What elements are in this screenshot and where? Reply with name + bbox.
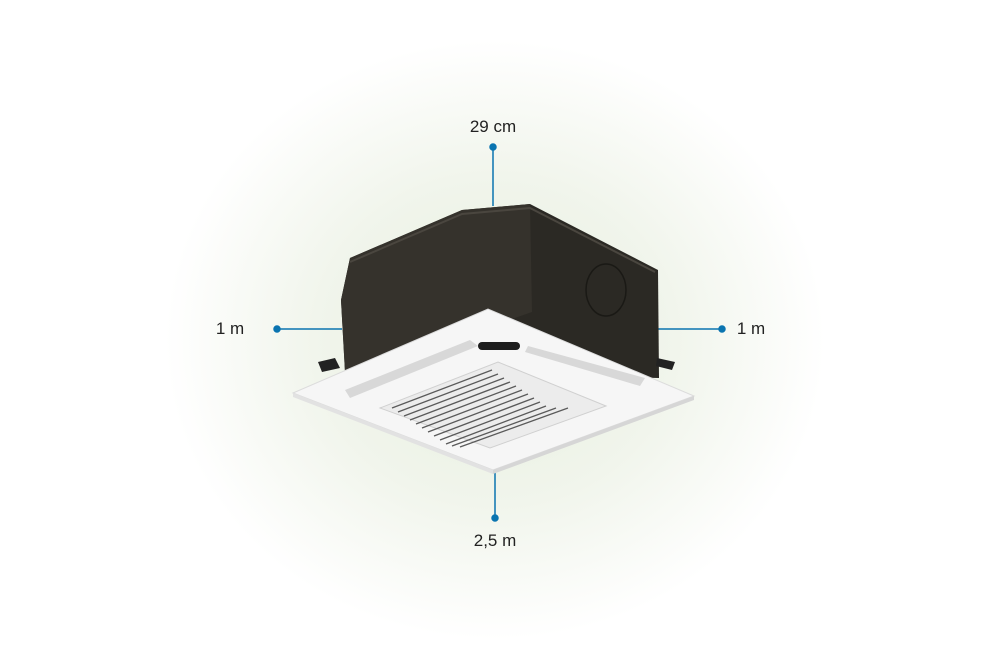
unit-body bbox=[318, 204, 675, 378]
height-dot bbox=[489, 143, 497, 151]
knockout-circle bbox=[585, 263, 627, 317]
front-panel bbox=[291, 308, 696, 474]
right-dot bbox=[718, 325, 726, 333]
right-clearance-label: 1 m bbox=[736, 319, 766, 338]
dimension-lines bbox=[273, 143, 726, 522]
left-dot bbox=[273, 325, 281, 333]
grille bbox=[391, 369, 569, 448]
display-window bbox=[478, 342, 520, 350]
floor-dot bbox=[491, 514, 499, 522]
height-label: 29 cm bbox=[469, 117, 517, 136]
left-clearance-label: 1 m bbox=[215, 319, 245, 338]
floor-clearance-label: 2,5 m bbox=[473, 531, 517, 550]
